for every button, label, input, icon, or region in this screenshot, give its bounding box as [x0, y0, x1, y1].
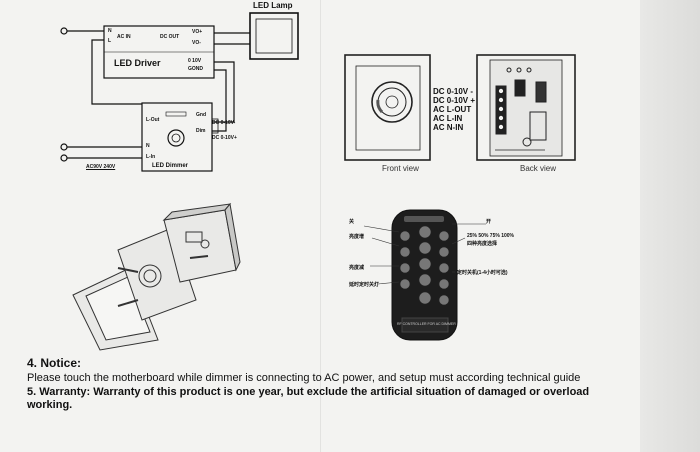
driver-n-label: N	[108, 28, 112, 34]
dc-minus-label: DC 0-10V-	[212, 120, 236, 126]
lamp-label: LED Lamp	[253, 1, 293, 10]
remote-on-label: 开	[486, 219, 492, 225]
gnd-label: Gnd	[196, 112, 206, 118]
ac-range-label: AC90V 240V	[86, 164, 116, 170]
dimmer-label: LED Dimmer	[152, 163, 189, 169]
notes-section: 4. Notice: Please touch the motherboard …	[27, 356, 607, 412]
terminal-dc-plus: DC 0-10V +	[433, 96, 476, 105]
dim-label: Dim	[196, 128, 206, 134]
led-lamp-inner	[255, 18, 293, 54]
front-view-caption: Front view	[382, 164, 419, 173]
driver-label: LED Driver	[114, 58, 161, 68]
front-knob	[371, 81, 413, 123]
led-dimmer-box	[141, 102, 213, 172]
driver-010v-label: 0 10V	[188, 58, 202, 64]
terminal-l-out: AC L-OUT	[433, 105, 472, 114]
remote-delay-label: 延时定时关灯	[349, 282, 380, 288]
vo-plus-label: VO+	[192, 29, 203, 35]
notice-title: 4. Notice:	[27, 356, 82, 370]
notice-text: Please touch the motherboard while dimme…	[27, 372, 581, 384]
vo-minus-label: VO-	[192, 40, 201, 46]
back-view-caption: Back view	[520, 164, 557, 173]
dimmer-knob	[167, 129, 185, 147]
ac-terminal-n	[60, 27, 68, 35]
page-crease	[320, 0, 321, 452]
remote-off-label: 关	[349, 219, 355, 225]
terminal-n-in: AC N-IN	[433, 123, 464, 132]
ac-terminal-n2	[60, 143, 68, 151]
page-fold-shadow	[640, 0, 700, 452]
ac-terminal-l	[60, 154, 68, 162]
remote-pct-sub-label: 四种亮度选择	[467, 241, 498, 247]
led-lamp-box	[249, 12, 299, 60]
remote-brand-label: RF CONTROLLER FOR AC DIMMER	[397, 322, 456, 326]
remote-dim-label: 亮度减	[349, 265, 365, 271]
l-in-label: L-In	[146, 154, 156, 160]
warranty-text: Warranty of this product is one year, bu…	[27, 386, 590, 411]
ac-in-label: AC IN	[117, 34, 131, 40]
dimmer-n-label: N	[146, 143, 150, 149]
l-out-label: L-Out	[146, 117, 160, 123]
terminal-dc-minus: DC 0-10V -	[433, 87, 474, 96]
dc-out-label: DC OUT	[160, 34, 180, 40]
back-plate	[476, 54, 576, 161]
remote-bright-label: 亮度增	[349, 234, 365, 240]
remote-timer-label: 定时关机(1-4小时可选)	[457, 270, 508, 276]
remote-pct-label: 25% 50% 75% 100%	[467, 233, 514, 239]
terminal-l-in: AC L-IN	[433, 114, 463, 123]
warranty-line: 5. Warranty: Warranty of this product is…	[27, 386, 607, 412]
dc-plus-label: DC 0-10V+	[212, 135, 237, 141]
front-plate	[344, 54, 431, 161]
warranty-title: 5. Warranty:	[27, 386, 91, 398]
driver-gnd-label: GOND	[188, 66, 203, 72]
driver-l-label: L	[108, 38, 112, 44]
